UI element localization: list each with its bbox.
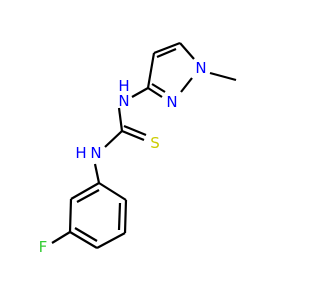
atom-nh-upper-h: H xyxy=(118,77,129,95)
bond-ph-c5-c6 xyxy=(68,198,73,233)
bond-nh-lower-phenyl xyxy=(93,163,101,184)
bond-nh-upper-c3 xyxy=(131,87,149,98)
bond-c5-c4 xyxy=(153,41,181,55)
bond-ph-c3-c4 xyxy=(96,232,126,249)
bond-thiourea-c-nh-lower xyxy=(104,130,123,148)
bond-ph-c4-c5 xyxy=(69,231,98,249)
bond-thiourea-c-s-1 xyxy=(121,129,145,142)
bond-ph-c6-c1 xyxy=(70,182,100,200)
molecule-structure-diagram: N H N H N N S F xyxy=(39,41,237,256)
atom-fluorine: F xyxy=(39,238,48,256)
atom-labels: N H N H N N S F xyxy=(39,59,207,256)
bond-ph-c1-c2 xyxy=(98,182,127,201)
bond-ph-c2-c3 xyxy=(123,199,128,234)
bond-set xyxy=(51,41,237,249)
atom-nh-lower: N H xyxy=(75,144,101,162)
bond-thiourea-c-s-2 xyxy=(123,124,147,137)
bond-c5-c4-inner xyxy=(156,47,177,59)
bond-ph-c2-c3-inner xyxy=(117,202,122,231)
atom-nh-upper: N H xyxy=(118,77,129,110)
atom-nh-upper-n: N xyxy=(118,92,129,110)
bond-ph-c4-c5-inner xyxy=(74,227,98,242)
bond-n1-c5 xyxy=(179,42,195,60)
bond-ph-c6-c1-inner xyxy=(76,189,100,203)
bond-ph-c5-f xyxy=(51,231,71,244)
molecule-svg: N H N H N N S F xyxy=(39,41,237,256)
bond-c4-c3 xyxy=(146,52,156,89)
atom-sulfur: S xyxy=(150,134,160,152)
bond-c3-n2-inner xyxy=(151,83,166,93)
bond-c3-n2 xyxy=(147,87,163,98)
atom-nh-lower-n: N xyxy=(90,144,101,162)
bond-n1-methyl xyxy=(209,71,237,82)
atom-pyrazole-n2: N xyxy=(166,93,177,111)
atom-pyrazole-n1: N xyxy=(195,59,206,77)
atom-nh-lower-h: H xyxy=(75,144,86,162)
bond-nh-upper-thiourea-c xyxy=(117,107,124,132)
bond-n2-n1 xyxy=(180,77,193,93)
